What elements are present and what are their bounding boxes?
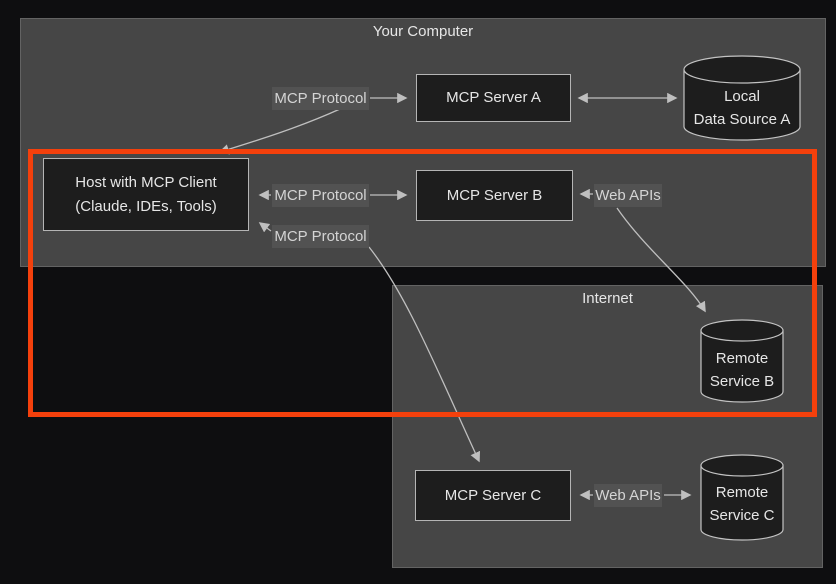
edge-web-apis-to-remote-service-b bbox=[616, 207, 706, 313]
edge-label-mcp-protocol-bottom: MCP Protocol bbox=[272, 225, 369, 248]
remote-service-b-line2: Service B bbox=[709, 373, 775, 390]
remote-service-c-cylinder bbox=[700, 454, 784, 541]
edge-label-web-apis-c: Web APIs bbox=[594, 484, 662, 507]
remote-service-b-cylinder bbox=[700, 319, 784, 403]
remote-service-c-line2: Service C bbox=[709, 507, 775, 524]
local-data-source-a-cylinder bbox=[683, 55, 801, 141]
remote-service-c-label: Remote Service C bbox=[696, 481, 788, 527]
edge-label-mcp-protocol-top: MCP Protocol bbox=[272, 87, 369, 110]
mcp-server-b-node: MCP Server B bbox=[416, 170, 573, 221]
remote-service-c-line1: Remote bbox=[715, 484, 769, 501]
mcp-server-a-node: MCP Server A bbox=[416, 74, 571, 122]
mcp-server-a-label: MCP Server A bbox=[446, 89, 541, 106]
edge-label-web-apis-b: Web APIs bbox=[594, 184, 662, 207]
edge-label-mcp-protocol-middle: MCP Protocol bbox=[272, 184, 369, 207]
edge-mcp-protocol-to-host bbox=[218, 108, 341, 155]
host-node-line1: Host with MCP Client bbox=[75, 173, 217, 191]
edge-mcp-protocol-bottom-to-host bbox=[258, 222, 272, 233]
mcp-server-c-node: MCP Server C bbox=[415, 470, 571, 521]
local-data-source-a-line2: Data Source A bbox=[693, 111, 791, 128]
your-computer-region-label: Your Computer bbox=[372, 23, 474, 40]
local-data-source-a-line1: Local bbox=[724, 88, 760, 105]
mcp-server-c-label: MCP Server C bbox=[444, 486, 542, 504]
local-data-source-a-label: Local Data Source A bbox=[680, 85, 804, 131]
edge-mcp-protocol-to-server-c bbox=[368, 246, 481, 463]
mcp-server-b-label: MCP Server B bbox=[446, 186, 543, 204]
internet-region-label: Internet bbox=[582, 290, 633, 307]
remote-service-b-line1: Remote bbox=[715, 350, 769, 367]
host-with-mcp-client-node: Host with MCP Client (Claude, IDEs, Tool… bbox=[43, 158, 249, 231]
host-node-line2: (Claude, IDEs, Tools) bbox=[75, 197, 217, 215]
remote-service-b-label: Remote Service B bbox=[696, 347, 788, 393]
